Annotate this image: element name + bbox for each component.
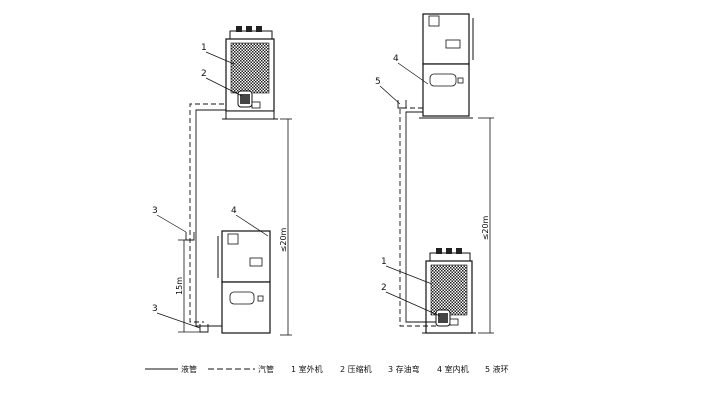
right-callout-4: 4 bbox=[393, 54, 429, 85]
left-callout-4: 4 bbox=[231, 206, 269, 237]
left-callout-1: 1 bbox=[201, 43, 235, 65]
legend-liquid-label: 液管 bbox=[181, 364, 197, 374]
legend-gas-label: 汽管 bbox=[258, 364, 274, 374]
right-vertical-dimension: ≤20m bbox=[478, 117, 494, 334]
svg-text:1: 1 bbox=[381, 257, 387, 267]
right-liquid-pipe bbox=[405, 111, 436, 323]
svg-text:3: 3 bbox=[152, 304, 158, 314]
svg-text:3: 3 bbox=[152, 206, 158, 216]
legend-item-2: 2 压缩机 bbox=[340, 364, 372, 374]
left-oil-traps bbox=[185, 232, 209, 333]
left-vertical-dimension-label: ≤20m bbox=[279, 227, 288, 252]
legend-item-1: 1 室外机 bbox=[291, 364, 323, 374]
legend-item-5: 5 液环 bbox=[485, 364, 509, 374]
right-callout-5: 5 bbox=[375, 77, 401, 105]
legend-item-4: 4 室内机 bbox=[437, 364, 469, 374]
right-callout-2: 2 bbox=[381, 283, 441, 317]
svg-text:1: 1 bbox=[201, 43, 207, 53]
svg-text:4: 4 bbox=[231, 206, 237, 216]
svg-text:4: 4 bbox=[393, 54, 399, 64]
svg-text:2: 2 bbox=[201, 69, 207, 79]
right-compressor bbox=[435, 309, 459, 327]
right-vertical-dimension-label: ≤20m bbox=[481, 215, 490, 240]
left-callout-2: 2 bbox=[201, 69, 243, 97]
left-trap-dimension-label: 15m bbox=[175, 277, 184, 295]
left-gas-pipe bbox=[189, 103, 224, 323]
left-trap-dimension: 15m bbox=[175, 239, 200, 333]
left-vertical-dimension: ≤20m bbox=[279, 118, 292, 336]
left-indoor-unit bbox=[217, 230, 271, 334]
left-callout-3-bottom: 3 bbox=[152, 304, 201, 329]
legend: 液管 汽管 1 室外机 2 压缩机 3 存油弯 4 室内机 5 液环 bbox=[145, 364, 509, 374]
right-liquid-loop bbox=[397, 100, 407, 109]
svg-text:5: 5 bbox=[375, 77, 381, 87]
right-indoor-unit bbox=[419, 13, 474, 119]
svg-text:2: 2 bbox=[381, 283, 387, 293]
legend-item-3: 3 存油弯 bbox=[388, 364, 420, 374]
left-liquid-pipe bbox=[195, 109, 226, 327]
left-compressor bbox=[237, 90, 261, 109]
right-gas-pipe bbox=[399, 107, 436, 327]
left-callout-3-top: 3 bbox=[152, 206, 187, 233]
right-callout-1: 1 bbox=[381, 257, 433, 285]
right-outdoor-unit bbox=[422, 248, 476, 334]
left-outdoor-unit bbox=[222, 26, 278, 120]
